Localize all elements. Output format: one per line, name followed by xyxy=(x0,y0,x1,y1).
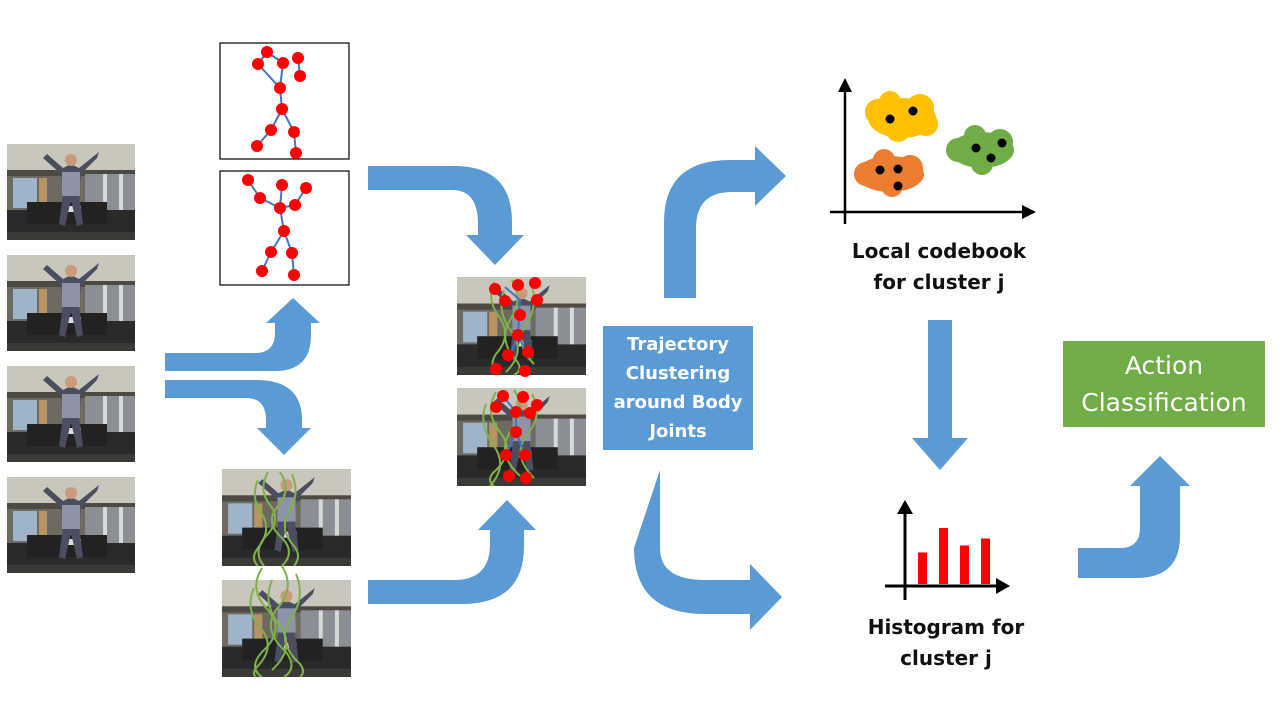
codebook-cluster-orange xyxy=(854,149,924,197)
input-frame-2 xyxy=(7,255,135,351)
arrow-frames-to-skeleton xyxy=(165,298,320,371)
combined-frame-2 xyxy=(457,388,586,487)
codebook-plot xyxy=(830,78,1036,224)
input-frame-1 xyxy=(7,144,135,240)
arrow-trajectories-to-combined xyxy=(368,500,536,604)
input-frame-4 xyxy=(7,477,135,573)
histogram-bar xyxy=(939,528,948,584)
codebook-cluster-yellow xyxy=(865,91,938,142)
action-classification-box xyxy=(1063,341,1265,427)
histogram-bar xyxy=(981,538,990,584)
codebook-centroids xyxy=(875,106,1007,191)
arrow-clustering-to-histogram xyxy=(634,470,782,630)
arrow-frames-to-trajectories xyxy=(165,380,311,455)
skeleton-frame-1 xyxy=(219,42,350,160)
histogram-bar xyxy=(960,545,969,584)
trajectory-frame-2 xyxy=(222,565,351,678)
arrow-histogram-to-action xyxy=(1078,456,1190,578)
arrow-skeleton-to-combined xyxy=(368,166,524,265)
arrow-clustering-to-codebook xyxy=(664,146,786,298)
histogram-caption: Histogram for cluster j xyxy=(867,615,1025,670)
action-classification-label: Action Classification xyxy=(1081,351,1247,417)
input-frame-3 xyxy=(7,366,135,462)
codebook-caption: Local codebook for cluster j xyxy=(851,239,1027,294)
trajectory-clustering-label: Trajectory Clustering around Body Joints xyxy=(613,334,743,442)
trajectory-frame-1 xyxy=(222,469,351,567)
skeleton-frame-2 xyxy=(219,170,350,286)
histogram-bar xyxy=(918,552,927,584)
trajectory-clustering-box xyxy=(603,326,753,450)
combined-frame-1 xyxy=(457,277,586,377)
arrow-codebook-to-histogram xyxy=(912,320,968,470)
histogram-plot xyxy=(885,500,1010,600)
